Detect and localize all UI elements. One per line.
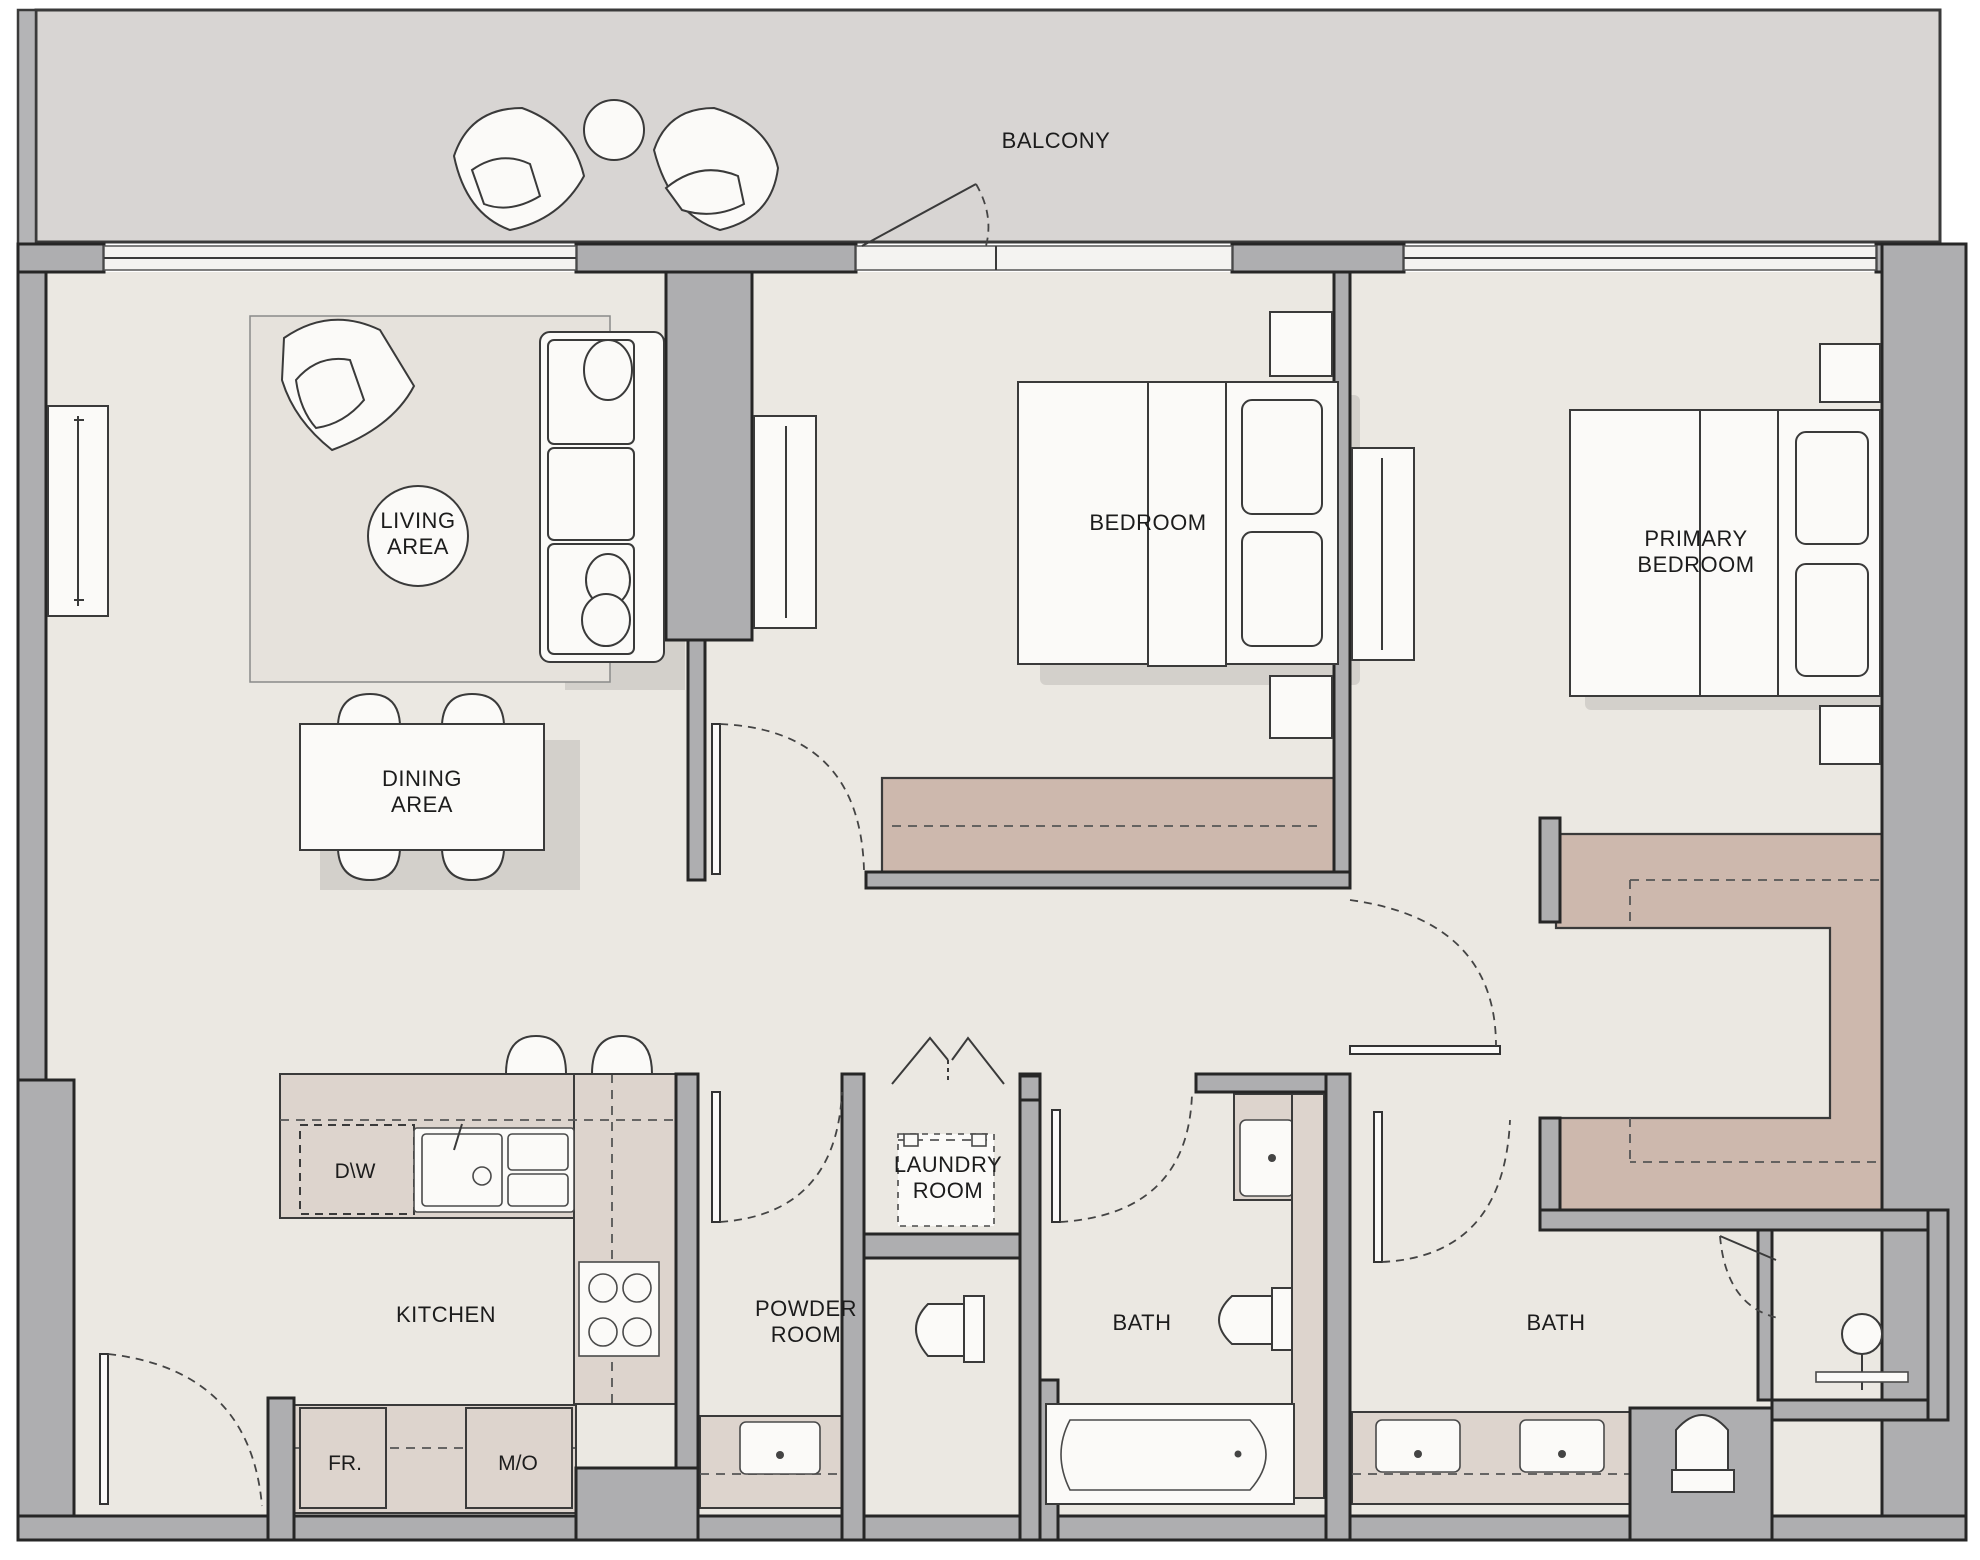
nightstands-primary (1819, 343, 1881, 765)
bedroom-wardrobe (880, 776, 1336, 874)
bath1-toilet (1218, 1287, 1293, 1351)
laundry-room-label-line1: LAUNDRY (894, 1152, 1002, 1177)
coffee-table (367, 485, 469, 587)
powder-vanity (699, 1415, 865, 1509)
powder-door[interactable] (711, 1091, 843, 1223)
cooktop (578, 1261, 660, 1357)
room-labels: BALCONY LIVING AREA DINING AREA BEDROOM … (380, 128, 1754, 1347)
microwave-label: M/O (498, 1452, 538, 1475)
bath2-vanity (1351, 1411, 1631, 1505)
windows (103, 245, 1877, 271)
primary-bedroom-label-line2: BEDROOM (1637, 552, 1754, 577)
laundry-bifold-door[interactable] (891, 1036, 1005, 1085)
powder-toilet (915, 1295, 985, 1363)
tv-unit-primary (1351, 447, 1415, 661)
powder-room-label-line1: POWDER (755, 1296, 857, 1321)
laundry-room-label-line2: ROOM (913, 1178, 983, 1203)
kitchen-sink (413, 1123, 575, 1213)
bath2-toilet (1671, 1414, 1735, 1493)
laundry-machines (897, 1133, 995, 1227)
tv-unit-bedroom (753, 415, 817, 629)
doors (99, 723, 1779, 1507)
bedroom-label: BEDROOM (1089, 510, 1206, 535)
walls (16, 242, 1968, 1542)
balcony-label: BALCONY (1002, 128, 1111, 153)
primary-bedroom-label-line1: PRIMARY (1644, 526, 1747, 551)
nightstands-bedroom (1269, 311, 1333, 739)
bath2-door[interactable] (1373, 1111, 1511, 1263)
shower (1815, 1313, 1909, 1390)
dining-area-label-line1: DINING (382, 766, 462, 791)
dining-table (299, 692, 545, 882)
bed-primary (1569, 409, 1881, 697)
bed-bedroom (1017, 381, 1339, 667)
bath-2-label: BATH (1526, 1310, 1585, 1335)
primary-bedroom-door[interactable] (1349, 899, 1501, 1055)
entry-door[interactable] (99, 1353, 263, 1507)
dishwasher-label: D\W (335, 1160, 376, 1183)
bath1-door[interactable] (1051, 1093, 1193, 1223)
tv-unit-living (47, 405, 109, 617)
bath-1-label: BATH (1112, 1310, 1171, 1335)
dining-area-label-line2: AREA (391, 792, 453, 817)
microwave: M/O (465, 1407, 573, 1509)
bedroom-door[interactable] (711, 723, 865, 875)
balcony-chairs (452, 99, 780, 232)
armchair (280, 318, 416, 452)
fridge-label: FR. (328, 1452, 362, 1475)
bar-stools (504, 1034, 654, 1075)
kitchen-label: KITCHEN (396, 1302, 496, 1327)
living-area-label-line1: LIVING (380, 508, 455, 533)
powder-room-label-line2: ROOM (771, 1322, 841, 1347)
shower-door[interactable] (1719, 1235, 1779, 1319)
balcony-door[interactable] (861, 183, 990, 247)
bathtub (1045, 1403, 1295, 1505)
living-area-label-line2: AREA (387, 534, 449, 559)
fridge: FR. (299, 1407, 387, 1509)
sofa (539, 331, 665, 663)
dishwasher: D\W (299, 1124, 415, 1215)
